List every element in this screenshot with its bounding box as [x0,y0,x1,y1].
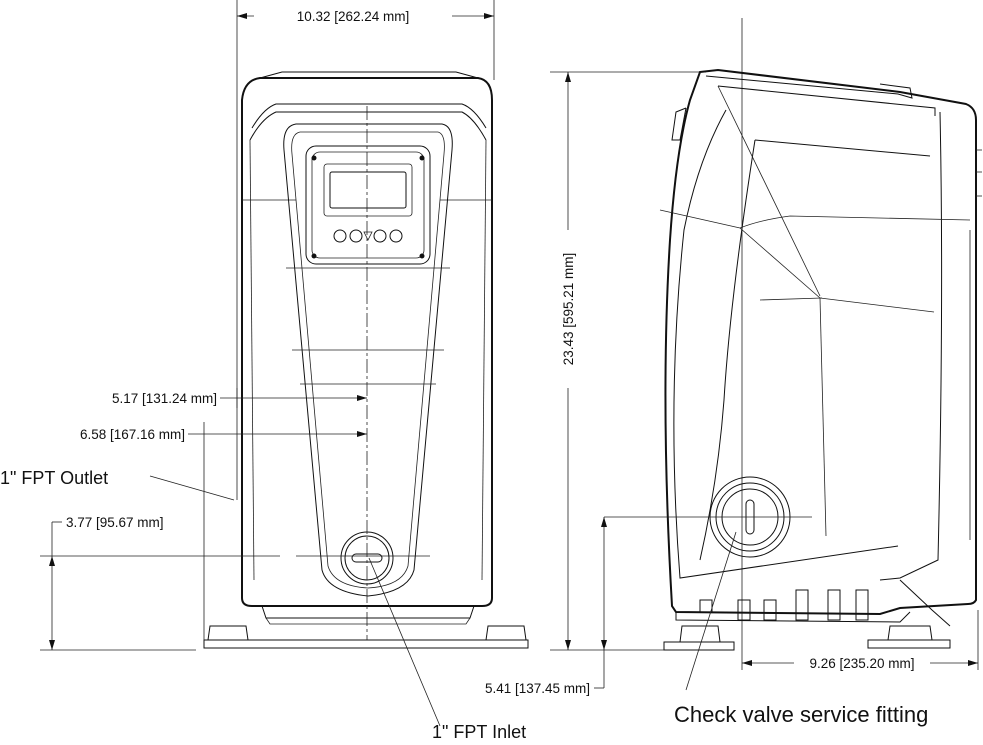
side-left-foot [679,625,721,643]
side-body-outline [664,68,977,616]
dim-depth: 9.26 [235.20 mm] [809,656,914,671]
dim-overall-width: 10.32 [262.24 mm] [297,9,410,24]
front-view [40,0,529,651]
callout-labels: 1" FPT Outlet 1" FPT Inlet Check valve s… [0,468,928,742]
dim-outlet-height: 3.77 [95.67 mm] [66,515,164,530]
base-plate [203,639,529,649]
control-button [389,229,403,243]
control-panel [305,145,431,265]
control-button [349,229,363,243]
callout-leaders [149,475,737,727]
control-button [373,229,387,243]
callout-inlet: 1" FPT Inlet [432,722,526,742]
side-right-foot [887,625,933,641]
dimension-lines [49,13,978,689]
dimension-labels: 10.32 [262.24 mm] 23.43 [595.21 mm] 5.17… [66,6,928,696]
side-view [550,18,982,670]
dim-overall-height: 23.43 [595.21 mm] [561,253,576,366]
front-face-panel [283,123,453,597]
right-foot [485,625,527,641]
callout-outlet: 1" FPT Outlet [0,468,108,488]
callout-check-valve: Check valve service fitting [674,702,928,727]
control-button [333,229,347,243]
left-foot [207,625,249,641]
dim-side-inlet-height: 5.41 [137.45 mm] [485,681,590,696]
check-valve-fitting [676,476,812,558]
dim-outlet-offset-2: 6.58 [167.16 mm] [80,427,185,442]
dim-outlet-offset-1: 5.17 [131.24 mm] [112,391,217,406]
front-body-outline [241,77,493,607]
display-screen [329,171,407,209]
base-ports [737,589,869,621]
